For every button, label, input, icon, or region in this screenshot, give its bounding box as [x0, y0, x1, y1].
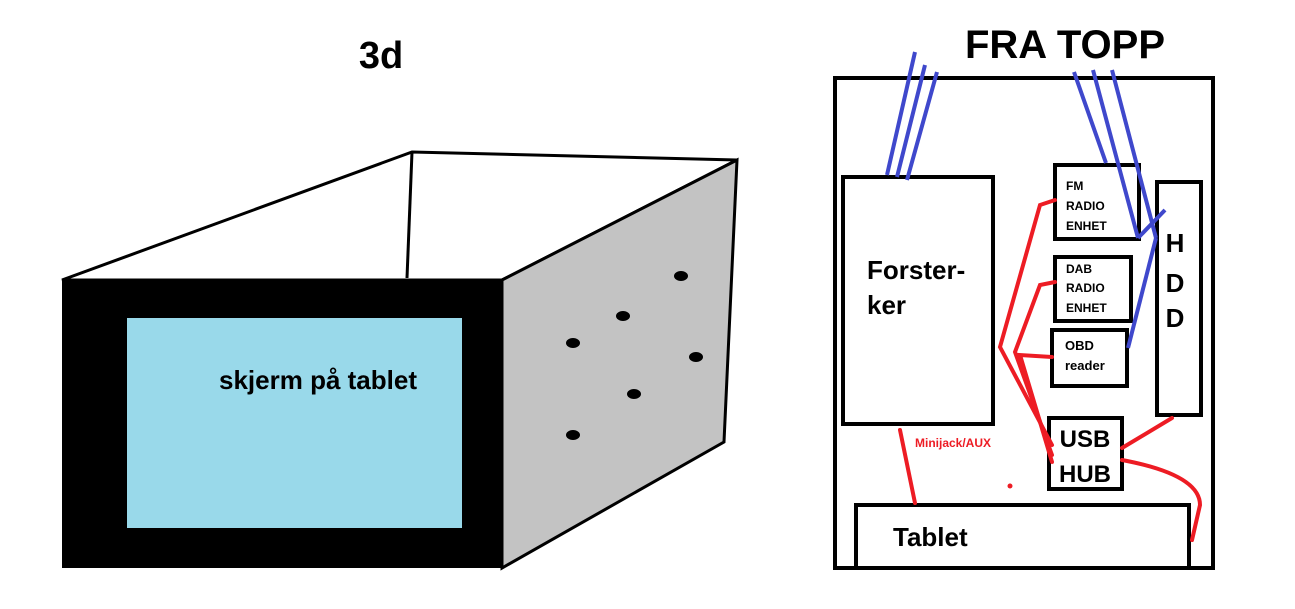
side-hole: [616, 311, 630, 321]
side-hole: [674, 271, 688, 281]
obd-reader-label-2: reader: [1065, 358, 1105, 373]
red-dot: [1007, 483, 1013, 489]
tablet-label: Tablet: [893, 522, 968, 552]
hdd-label-2: D: [1166, 268, 1185, 298]
dab-radio-box: [1053, 255, 1133, 323]
side-hole: [566, 338, 580, 348]
amplifier-box: [841, 175, 995, 426]
side-hole: [689, 352, 703, 362]
dab-radio-label-2: RADIO: [1066, 281, 1105, 295]
screen-label: skjerm på tablet: [219, 365, 417, 395]
hdd-label-3: D: [1166, 303, 1185, 333]
antenna-cables: [885, 51, 1167, 349]
box-3d: skjerm på tablet: [61, 150, 739, 571]
box-back-edge: [405, 151, 414, 279]
hdd-label-1: H: [1166, 228, 1185, 258]
side-hole: [627, 389, 641, 399]
obd-reader-label-1: OBD: [1065, 338, 1094, 353]
tablet-box: [854, 503, 1191, 570]
red-wires: [898, 198, 1203, 542]
amplifier-label-1: Forster-: [867, 255, 965, 285]
usb-hub-label-2: HUB: [1059, 461, 1111, 488]
fm-radio-label-2: RADIO: [1066, 199, 1105, 213]
side-hole: [566, 430, 580, 440]
usb-hub-label-1: USB: [1060, 426, 1111, 453]
cable-label: Minijack/AUX: [915, 436, 991, 450]
left-title: 3d: [359, 35, 403, 77]
tablet-screen: [127, 318, 462, 528]
dab-radio-label-1: DAB: [1066, 262, 1092, 276]
fm-radio-label-1: FM: [1066, 179, 1083, 193]
right-title: FRA TOPP: [965, 23, 1165, 67]
amplifier-label-2: ker: [867, 290, 906, 320]
dab-radio-label-3: ENHET: [1066, 301, 1107, 315]
fm-radio-box: [1053, 163, 1141, 241]
hdd-box: [1155, 180, 1203, 417]
fm-radio-label-3: ENHET: [1066, 219, 1107, 233]
